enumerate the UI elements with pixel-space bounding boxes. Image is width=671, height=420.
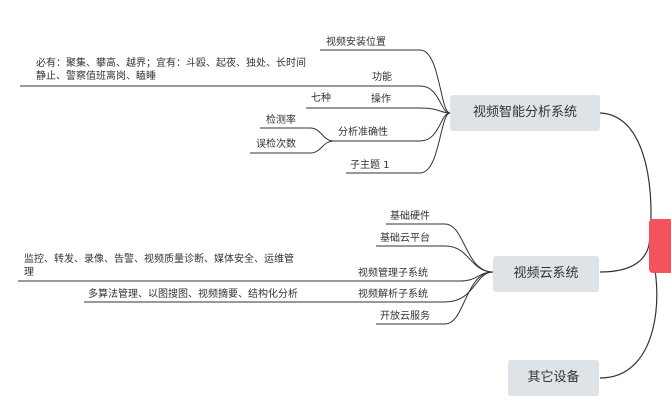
label-operation-note: 七种 <box>311 93 331 104</box>
label-parsing-note: 多算法管理、以图搜图、视频摘要、结构化分析 <box>88 289 298 300</box>
label-operation[interactable]: 操作 <box>371 94 391 105</box>
label-basic-hardware[interactable]: 基础硬件 <box>390 211 430 222</box>
connector-accuracy-sub2 <box>250 140 335 154</box>
label-accuracy[interactable]: 分析准确性 <box>338 127 388 138</box>
connector-root-cloud <box>599 244 650 273</box>
connector-subtopic <box>346 112 451 174</box>
connector-cloudplatform <box>376 245 494 273</box>
label-subtopic-1[interactable]: 子主题 1 <box>350 160 390 171</box>
connector-operation <box>306 107 451 114</box>
label-basic-cloud-platform[interactable]: 基础云平台 <box>380 233 430 244</box>
label-install-position[interactable]: 视频安装位置 <box>326 37 386 48</box>
node-video-cloud-system[interactable]: 视频云系统 <box>493 256 599 292</box>
label-parsing-subsystem[interactable]: 视频解析子系统 <box>358 289 428 300</box>
label-management-note-line1: 监控、转发、录像、告警、视频质量诊断、媒体安全、运维管 <box>24 254 294 265</box>
node-other-devices[interactable]: 其它设备 <box>508 360 599 396</box>
connector-root-analysis <box>599 112 652 246</box>
root-topic-node[interactable] <box>649 219 671 273</box>
label-management-subsystem[interactable]: 视频管理子系统 <box>358 268 428 279</box>
connector-function <box>20 85 451 114</box>
connector-install <box>320 49 451 114</box>
connector-opencloud <box>376 271 494 325</box>
node-video-analysis-system[interactable]: 视频智能分析系统 <box>450 95 600 131</box>
label-function[interactable]: 功能 <box>372 72 392 83</box>
label-false-detections[interactable]: 误检次数 <box>256 139 296 150</box>
connector-accuracy <box>334 112 451 142</box>
connector-hardware <box>386 223 494 273</box>
label-detection-rate[interactable]: 检测率 <box>266 115 296 126</box>
connector-accuracy-sub1 <box>260 127 335 142</box>
label-open-cloud-service[interactable]: 开放云服务 <box>380 311 430 322</box>
label-function-note-line2: 静止、警察值班离岗、瞌睡 <box>36 71 156 82</box>
label-function-note-line1: 必有：聚集、攀高、越界；宜有：斗殴、起夜、独处、长时间 <box>36 58 306 69</box>
label-management-note-line2: 理 <box>24 267 34 278</box>
